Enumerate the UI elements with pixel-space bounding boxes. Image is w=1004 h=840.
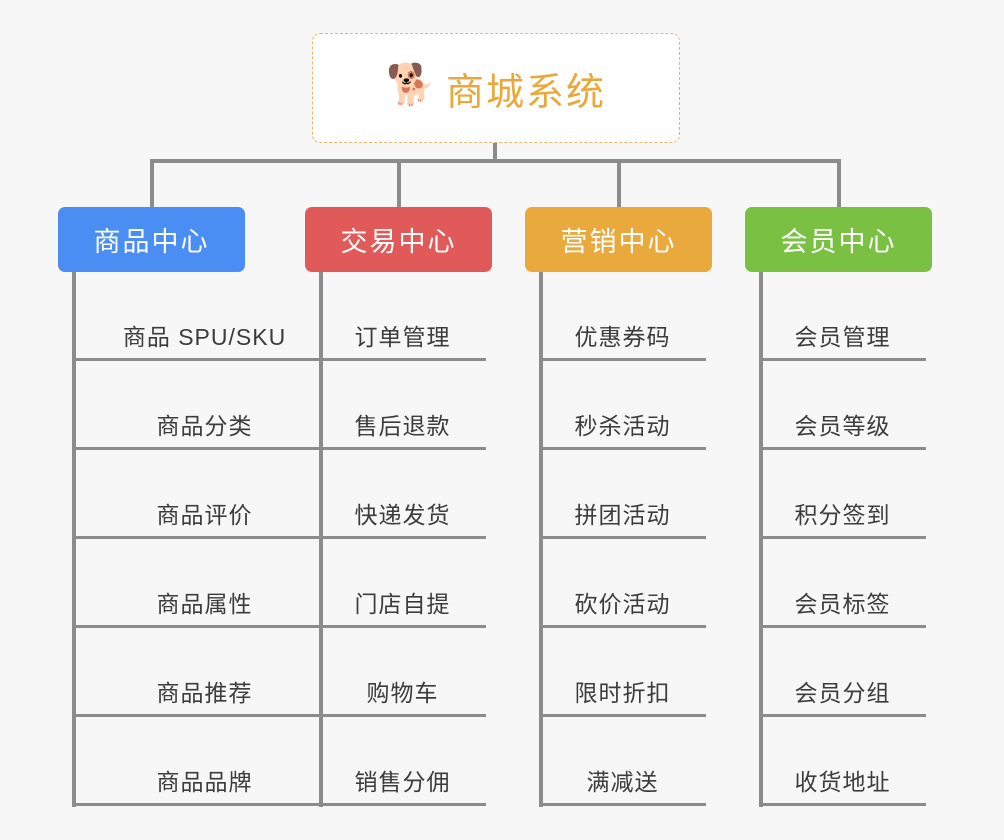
leaf-item[interactable]: 门店自提 (319, 539, 486, 628)
category-label-member-center: 会员中心 (780, 227, 897, 257)
leaf-item[interactable]: 商品属性 (72, 539, 337, 628)
leaf-item[interactable]: 优惠券码 (539, 272, 706, 361)
leaf-label: 商品属性 (156, 591, 253, 617)
leaf-item[interactable]: 积分签到 (759, 450, 926, 539)
branch-spine-trade-center (319, 272, 323, 807)
branch-spine-member-center (759, 272, 763, 807)
leaf-item[interactable]: 会员等级 (759, 361, 926, 450)
leaf-item[interactable]: 售后退款 (319, 361, 486, 450)
drop-connector-product-center (150, 159, 154, 207)
drop-connector-member-center (837, 159, 841, 207)
leaf-label: 会员标签 (794, 591, 891, 617)
leaf-label: 门店自提 (354, 591, 451, 617)
leaf-item[interactable]: 秒杀活动 (539, 361, 706, 450)
leaf-label: 满减送 (586, 769, 659, 795)
horizontal-bus-connector (150, 159, 840, 163)
leaf-item[interactable]: 会员标签 (759, 539, 926, 628)
category-label-marketing-center: 营销中心 (560, 227, 677, 257)
root-trunk-connector (493, 143, 497, 163)
leaf-label: 收货地址 (794, 769, 891, 795)
leaf-label: 商品分类 (156, 413, 253, 439)
leaf-label: 秒杀活动 (574, 413, 671, 439)
leaf-item[interactable]: 商品推荐 (72, 628, 337, 717)
leaf-label: 限时折扣 (574, 680, 671, 706)
leaf-label: 订单管理 (354, 324, 451, 350)
leaf-label: 购物车 (366, 680, 439, 706)
leaf-label: 会员管理 (794, 324, 891, 350)
leaf-item[interactable]: 会员管理 (759, 272, 926, 361)
leaf-item[interactable]: 砍价活动 (539, 539, 706, 628)
leaf-item[interactable]: 快递发货 (319, 450, 486, 539)
leaf-label: 砍价活动 (574, 591, 671, 617)
category-box-member-center[interactable]: 会员中心 (745, 207, 932, 272)
category-box-trade-center[interactable]: 交易中心 (305, 207, 492, 272)
leaf-item[interactable]: 购物车 (319, 628, 486, 717)
shiba-dog-emoji-icon: 🐕 (385, 63, 436, 107)
leaf-item[interactable]: 限时折扣 (539, 628, 706, 717)
leaf-item[interactable]: 商品评价 (72, 450, 337, 539)
category-label-product-center: 商品中心 (93, 227, 210, 257)
leaf-label: 商品推荐 (156, 680, 253, 706)
leaf-item[interactable]: 满减送 (539, 717, 706, 806)
leaf-label: 会员等级 (794, 413, 891, 439)
drop-connector-trade-center (397, 159, 401, 207)
leaf-item[interactable]: 拼团活动 (539, 450, 706, 539)
leaf-label: 会员分组 (794, 680, 891, 706)
leaf-label: 销售分佣 (354, 769, 451, 795)
leaf-label: 快递发货 (354, 502, 451, 528)
leaf-label: 售后退款 (354, 413, 451, 439)
leaf-label: 商品评价 (156, 502, 253, 528)
category-box-product-center[interactable]: 商品中心 (58, 207, 245, 272)
leaf-label: 积分签到 (794, 502, 891, 528)
root-node[interactable]: 🐕 商城系统 (312, 33, 680, 143)
leaf-item[interactable]: 商品 SPU/SKU (72, 272, 337, 361)
leaf-item[interactable]: 订单管理 (319, 272, 486, 361)
branch-spine-product-center (72, 272, 76, 807)
leaf-item[interactable]: 会员分组 (759, 628, 926, 717)
leaf-label: 拼团活动 (574, 502, 671, 528)
category-label-trade-center: 交易中心 (340, 227, 457, 257)
leaf-item[interactable]: 销售分佣 (319, 717, 486, 806)
leaf-label: 商品品牌 (156, 769, 253, 795)
branch-spine-marketing-center (539, 272, 543, 807)
leaf-item[interactable]: 收货地址 (759, 717, 926, 806)
category-box-marketing-center[interactable]: 营销中心 (525, 207, 712, 272)
leaf-item[interactable]: 商品品牌 (72, 717, 337, 806)
root-title: 商城系统 (445, 71, 606, 114)
leaf-item[interactable]: 商品分类 (72, 361, 337, 450)
leaf-label: 商品 SPU/SKU (122, 324, 287, 350)
leaf-label: 优惠券码 (574, 324, 671, 350)
drop-connector-marketing-center (617, 159, 621, 207)
